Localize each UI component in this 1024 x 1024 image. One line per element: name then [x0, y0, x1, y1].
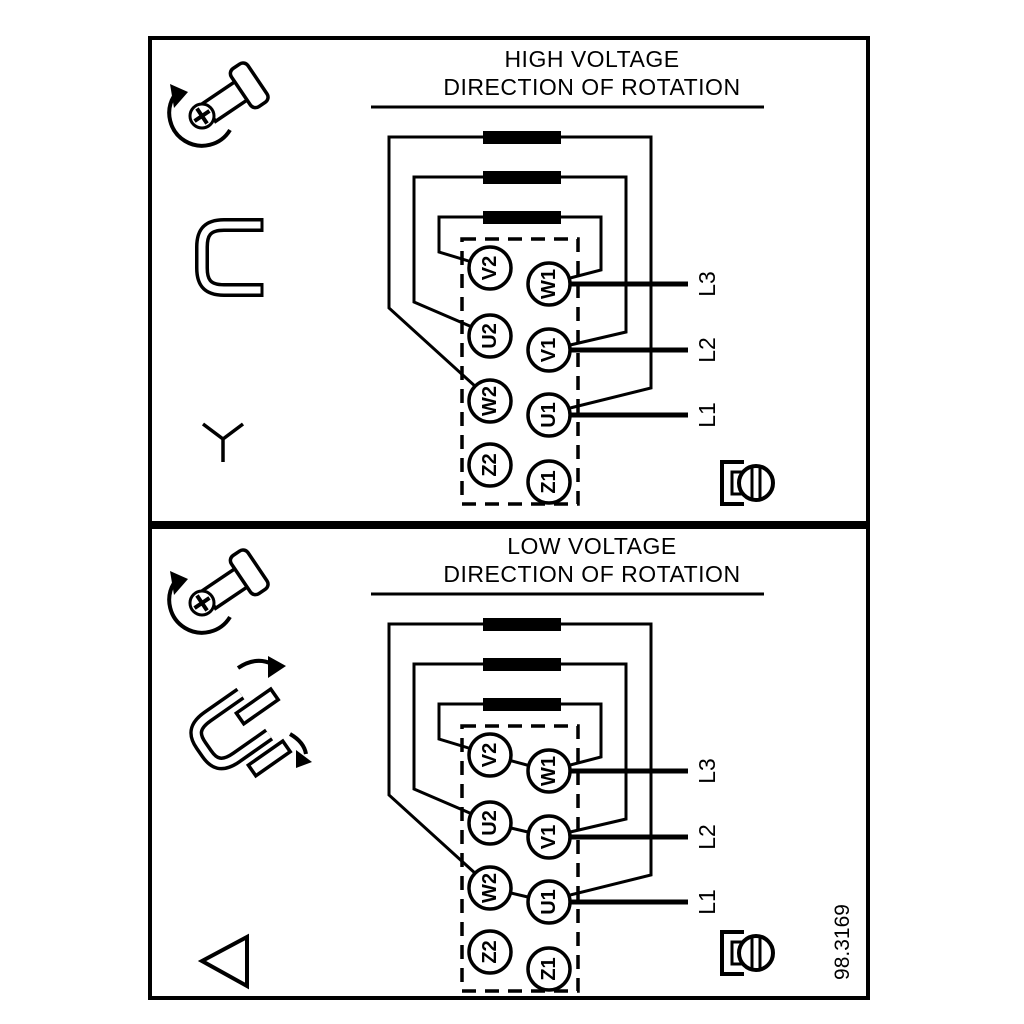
link-bar [483, 131, 561, 144]
terminal-v2-lv: V2 [467, 732, 513, 778]
panel-title-line2: DIRECTION OF ROTATION [443, 561, 740, 587]
terminal-u1-hv: U1 [526, 392, 572, 438]
panel-title: LOW VOLTAGE DIRECTION OF ROTATION [371, 533, 764, 596]
link-bracket-icon [195, 218, 264, 297]
terminal-z2-lv: Z2 [467, 929, 513, 975]
supply-label-l3: L3 [694, 271, 720, 297]
figure-number: 98.3169 [831, 904, 854, 980]
terminal-label: Z2 [479, 940, 501, 963]
terminal-v1-hv: V1 [526, 327, 572, 373]
terminal-label: V2 [479, 256, 501, 280]
link-bar [483, 698, 561, 711]
supply-label-l1: L1 [694, 889, 720, 915]
supply-lines [549, 768, 688, 905]
supply-labels: L3 L2 L1 [694, 758, 720, 915]
terminal-label: W1 [538, 269, 560, 299]
terminal-label: U1 [538, 402, 560, 428]
terminal-v2-hv: V2 [467, 245, 513, 291]
terminal-block: V2 U2 W2 Z2 W1 V1 [467, 732, 572, 992]
terminal-screw-icon [720, 460, 775, 506]
wires [387, 135, 653, 414]
terminal-u2-lv: U2 [467, 800, 513, 846]
supply-label-l2: L2 [694, 824, 720, 850]
terminal-z1-hv: Z1 [526, 459, 572, 505]
screw-rotation-icon [167, 545, 273, 635]
terminal-label: V1 [538, 825, 560, 849]
panel-low-voltage: LOW VOLTAGE DIRECTION OF ROTATION [148, 525, 870, 1000]
panel-title-line1: HIGH VOLTAGE [504, 46, 679, 72]
terminal-label: Z1 [538, 957, 560, 980]
supply-label-l3: L3 [694, 758, 720, 784]
link-bar [483, 211, 561, 224]
terminal-w2-lv: W2 [467, 865, 513, 911]
terminal-screw-icon [720, 930, 775, 976]
panel-border [148, 36, 870, 525]
terminal-label: W2 [479, 873, 501, 903]
terminal-label: U2 [479, 810, 501, 836]
terminal-label: W2 [479, 386, 501, 416]
terminal-w1-hv: W1 [526, 261, 572, 307]
link-bars [483, 131, 561, 224]
terminal-label: U2 [479, 323, 501, 349]
terminal-u1-lv: U1 [526, 879, 572, 925]
link-bar [483, 658, 561, 671]
terminal-block: V2 U2 W2 Z2 W1 V1 [467, 245, 572, 505]
supply-label-l1: L1 [694, 402, 720, 428]
screw-rotation-icon [167, 58, 273, 148]
panel-high-voltage: HIGH VOLTAGE DIRECTION OF ROTATION [148, 36, 870, 525]
star-symbol [201, 422, 245, 462]
panel-title: HIGH VOLTAGE DIRECTION OF ROTATION [371, 46, 764, 109]
link-bar [483, 618, 561, 631]
link-bars [483, 618, 561, 711]
terminal-label: V2 [479, 743, 501, 767]
terminal-label: W1 [538, 756, 560, 786]
terminal-w1-lv: W1 [526, 748, 572, 794]
terminal-v1-lv: V1 [526, 814, 572, 860]
delta-link-icon [189, 656, 312, 779]
panel-title-line2: DIRECTION OF ROTATION [443, 74, 740, 100]
supply-labels: L3 L2 L1 [694, 271, 720, 428]
terminal-z2-hv: Z2 [467, 442, 513, 488]
panel-border [148, 525, 870, 1000]
terminal-block-outline [460, 237, 580, 506]
panel-title-line1: LOW VOLTAGE [507, 533, 677, 559]
terminal-label: Z2 [479, 453, 501, 476]
terminal-z1-lv: Z1 [526, 946, 572, 992]
terminal-label: V1 [538, 338, 560, 362]
terminal-block-outline [460, 724, 580, 993]
supply-lines [549, 281, 688, 418]
terminal-label: Z1 [538, 470, 560, 493]
delta-symbol [197, 933, 249, 990]
terminal-u2-hv: U2 [467, 313, 513, 359]
link-bar [483, 171, 561, 184]
supply-label-l2: L2 [694, 337, 720, 363]
terminal-label: U1 [538, 889, 560, 915]
terminal-w2-hv: W2 [467, 378, 513, 424]
